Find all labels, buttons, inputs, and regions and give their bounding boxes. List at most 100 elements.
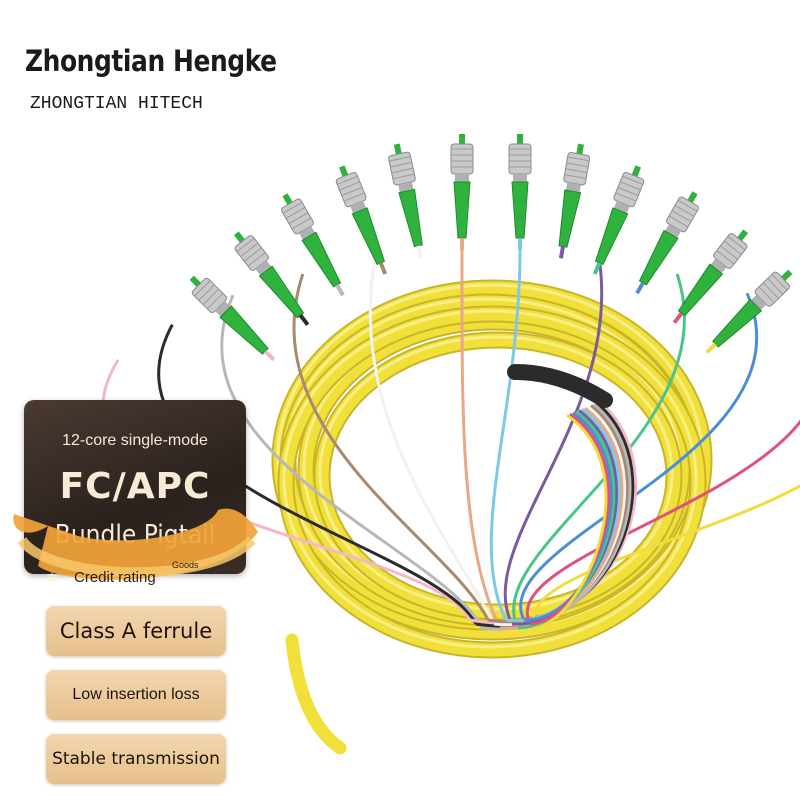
fc-apc-connector-icon [508, 134, 532, 250]
ferrule-cap [687, 191, 698, 203]
boot-fiber-exit [378, 262, 388, 275]
housing-thread [671, 210, 692, 223]
connector-boot [677, 263, 724, 317]
connector-boot [558, 189, 582, 248]
fiber-strand [489, 249, 522, 621]
ferrule-cap [189, 275, 201, 287]
credit-rating-text: Credit rating [74, 569, 156, 586]
feature-badge-low-insertion-loss: Low insertion loss [46, 670, 226, 720]
housing-thread [615, 192, 637, 202]
hero-bundle-text: Bundle Pigtail [54, 520, 216, 550]
housing-thread [206, 292, 224, 310]
housing-thread [668, 215, 689, 228]
fc-apc-connector-icon [388, 143, 423, 259]
housing-thread [194, 280, 211, 297]
housing-thread [566, 162, 589, 168]
fiber-strand [460, 249, 502, 629]
housing-thread [674, 205, 695, 217]
housing-thread [564, 174, 587, 179]
fiber-strand [220, 294, 484, 629]
feature-label: Class A ferrule [59, 619, 213, 643]
boot-fiber-exit [672, 311, 684, 324]
housing-thread [291, 217, 312, 230]
ferrule-cap [282, 193, 293, 205]
feature-badge-stable-transmission: Stable transmission [46, 734, 226, 784]
housing-thread [767, 278, 784, 295]
feature-badge-class-a-ferrule: Class A ferrule [46, 606, 226, 656]
fc-apc-connector-icon [189, 275, 276, 362]
housing-thread [389, 156, 411, 162]
boot-fiber-exit [416, 245, 423, 259]
housing-thread [198, 284, 215, 301]
ferrule-cap [781, 269, 793, 281]
boot-fiber-exit [558, 246, 565, 259]
cable-coil [315, 333, 681, 619]
housing-thread [202, 288, 219, 305]
fiber-strand [368, 257, 496, 625]
fiber-strand [503, 258, 604, 625]
housing-thread [243, 247, 262, 262]
fc-apc-connector-icon [558, 143, 591, 259]
housing-thread [341, 186, 363, 197]
metal-housing [234, 235, 269, 271]
fiber-loop [523, 411, 613, 622]
ferrule-cap [459, 134, 465, 144]
connector-boot [511, 181, 529, 239]
housing-neck [613, 200, 630, 214]
ferrule-cap [233, 231, 245, 243]
housing-thread [727, 235, 746, 251]
boot-fiber-exit [518, 238, 522, 250]
housing-thread [723, 240, 742, 255]
housing-thread [720, 245, 739, 260]
fiber-strand [525, 419, 800, 625]
fc-apc-connector-icon [281, 193, 345, 297]
housing-thread [762, 282, 779, 299]
connector-boot [301, 231, 342, 288]
metal-housing [191, 277, 228, 314]
fiber-strand [512, 273, 686, 629]
fc-apc-connector-icon [233, 231, 310, 326]
housing-neck [398, 181, 414, 193]
fiber-strand [519, 292, 758, 621]
housing-neck [513, 174, 527, 182]
hero-title: FC/APC [59, 466, 211, 507]
black-breakout-sleeve [507, 364, 613, 408]
hero-subtitle: 12-core single-mode [62, 432, 208, 449]
boot-fiber-exit [460, 238, 464, 250]
connector-boot [453, 181, 471, 239]
connector-boot [351, 207, 386, 266]
housing-thread [567, 156, 590, 162]
housing-neck [215, 301, 231, 317]
ferrule-cap [576, 143, 584, 155]
housing-thread [392, 173, 415, 180]
cable-coil-highlight [318, 335, 674, 611]
ferrule-cap [517, 134, 523, 144]
housing-neck [664, 223, 682, 238]
housing-thread [771, 273, 788, 291]
connector-boot [594, 207, 629, 266]
housing-thread [288, 212, 309, 225]
fc-apc-connector-icon [705, 269, 793, 354]
product-hero-card: 12-core single-mode FC/APC Bundle Pigtai… [24, 400, 246, 574]
housing-thread [565, 168, 588, 174]
housing-thread [236, 237, 255, 253]
housing-thread [285, 207, 306, 219]
housing-neck [710, 258, 727, 274]
housing-neck [750, 294, 767, 311]
housing-neck [455, 174, 469, 182]
housing-thread [240, 242, 259, 257]
boot-fiber-exit [592, 262, 602, 275]
connector-boot [712, 298, 763, 348]
fiber-loop [529, 412, 611, 626]
connector-boot [219, 305, 269, 355]
housing-neck [350, 200, 367, 214]
feature-label: Stable transmission [52, 749, 220, 769]
cable-coil [279, 307, 705, 657]
housing-thread [391, 167, 414, 174]
housing-thread [336, 175, 358, 185]
housing-thread [390, 161, 412, 168]
metal-housing [713, 233, 748, 269]
feature-label: Low insertion loss [72, 686, 200, 703]
fiber-strand [292, 273, 490, 621]
